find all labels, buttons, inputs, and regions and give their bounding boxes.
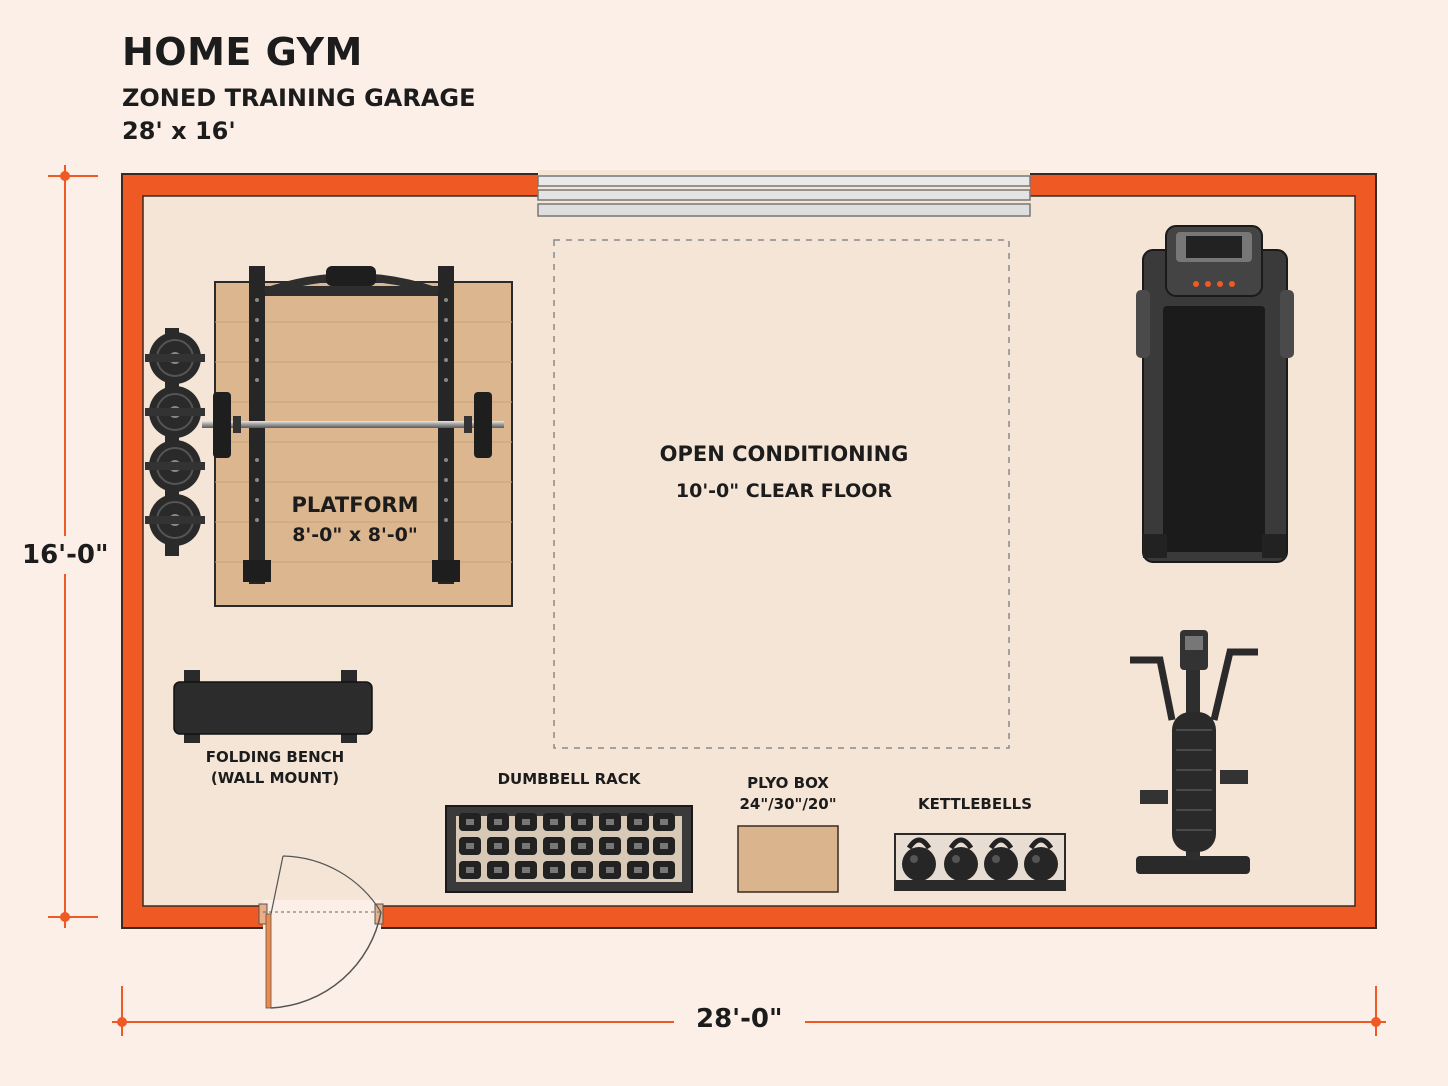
garage-door — [537, 170, 1031, 220]
folding-bench — [173, 670, 373, 743]
plan-title: HOME GYM — [122, 30, 363, 74]
plyo-box-label: PLYO BOX — [747, 774, 829, 792]
platform-label: PLATFORM — [291, 493, 419, 517]
plan-subtitle: ZONED TRAINING GARAGE — [122, 84, 476, 112]
plyo-box — [737, 825, 839, 893]
plyo-box-sizes-label: 24"/30"/20" — [739, 795, 837, 813]
dumbbell-rack — [445, 805, 693, 893]
air-bike — [1130, 630, 1258, 874]
width-dimension-label: 28'-0" — [674, 1004, 805, 1034]
dumbbell-rack-label: DUMBBELL RACK — [497, 770, 641, 788]
height-dimension-label: 16'-0" — [20, 536, 111, 574]
clear-floor-label: 10'-0" CLEAR FLOOR — [675, 480, 893, 502]
barbell — [202, 392, 504, 458]
open-conditioning-label: OPEN CONDITIONING — [659, 442, 909, 466]
platform-size-label: 8'-0" x 8'-0" — [292, 524, 418, 546]
plan-size: 28' x 16' — [122, 117, 236, 145]
bench-label: FOLDING BENCH — [205, 748, 345, 766]
open-conditioning-zone — [553, 239, 1010, 749]
bench-mount-label: (WALL MOUNT) — [210, 769, 340, 787]
plate-storage — [144, 328, 206, 556]
kettlebell-tray — [894, 833, 1066, 891]
entry-door[interactable] — [258, 855, 384, 1009]
treadmill — [1136, 225, 1294, 563]
kettlebells-label: KETTLEBELLS — [917, 795, 1033, 813]
